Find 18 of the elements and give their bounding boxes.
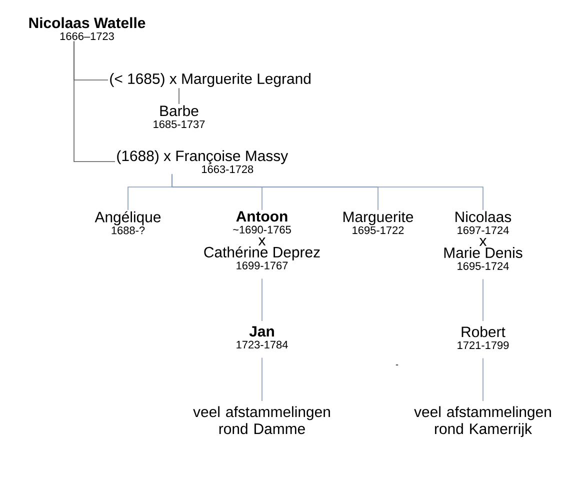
marriage-text: (< 1685) x Marguerite Legrand [110, 73, 310, 87]
person-name: Angélique 1688-? [94, 211, 161, 234]
descendants-note: veel afstammelingen rond Kamerrijk [414, 406, 551, 438]
stray-mark: - [396, 364, 398, 366]
person-name: Robert 1721-1799 [458, 326, 509, 350]
family-line [482, 278, 484, 322]
person-name: Nicolaas 1697-1724 x Marie Denis 1695-1724 [444, 211, 522, 270]
person-name: Barbe 1685-1737 [154, 105, 205, 128]
person-name: Nicolaas Watelle 1666–1723 [29, 17, 146, 40]
family-line [482, 358, 484, 402]
person-name: Jan 1723-1784 [236, 326, 288, 349]
person-name: Marguerite 1695-1722 [344, 211, 414, 234]
family-line [178, 88, 180, 104]
family-line [74, 40, 116, 162]
person-name: Antoon ~1690-1765 x Cathérine Deprez 1699-1767 [204, 211, 320, 270]
family-line [172, 174, 484, 210]
descendants-note: veel afstammelingen rond Damme [193, 406, 330, 434]
marriage-text: (1688) x Françoise Massy 1663-1728 [117, 150, 288, 174]
